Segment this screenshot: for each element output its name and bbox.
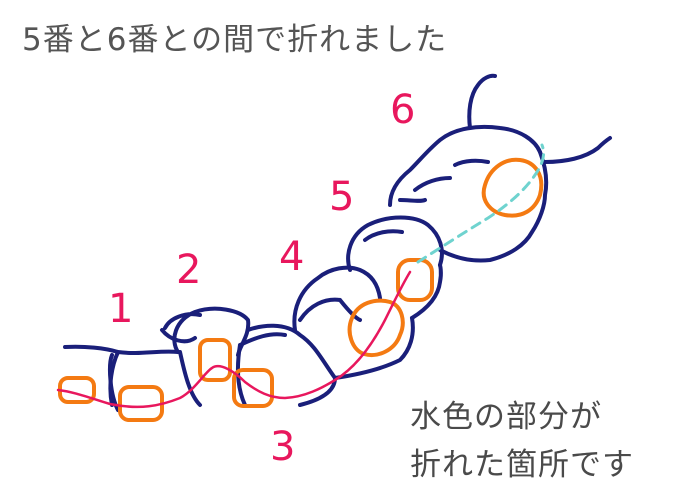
tooth-6 bbox=[388, 124, 542, 207]
tooth-6-lower bbox=[438, 150, 549, 263]
bracket-2 bbox=[118, 385, 164, 422]
tooth-number-4: 4 bbox=[279, 234, 304, 280]
tooth-4-lower bbox=[333, 316, 415, 380]
bracket-7 bbox=[481, 157, 544, 218]
tooth-2-body bbox=[160, 328, 202, 407]
broken-wire-section bbox=[416, 143, 546, 264]
tooth-4 bbox=[292, 265, 382, 332]
brackets bbox=[58, 157, 544, 422]
tooth-outlines bbox=[63, 73, 612, 412]
tooth-number-5: 5 bbox=[329, 174, 354, 220]
page-title: 5番と6番との間で折れました bbox=[22, 22, 448, 58]
bracket-5 bbox=[347, 298, 405, 357]
archwire bbox=[56, 270, 412, 409]
tooth-number-1: 1 bbox=[108, 286, 133, 332]
tooth-6-notch bbox=[398, 198, 427, 203]
gum-line-left bbox=[63, 344, 120, 354]
tooth-6-root bbox=[467, 73, 497, 130]
bracket-3 bbox=[198, 338, 232, 382]
tooth-number-2: 2 bbox=[176, 247, 201, 293]
note-line-2: 折れた箇所です bbox=[410, 447, 634, 483]
bracket-4 bbox=[232, 368, 274, 408]
tooth-5-lower bbox=[410, 263, 443, 320]
gum-line-right bbox=[543, 136, 612, 164]
note-line-1: 水色の部分が bbox=[410, 399, 602, 435]
bracket-6 bbox=[396, 258, 434, 302]
tooth-5 bbox=[346, 215, 444, 272]
tooth-number-6: 6 bbox=[390, 87, 415, 133]
tooth-number-3: 3 bbox=[270, 424, 295, 470]
tooth-3 bbox=[235, 323, 337, 407]
explanation-note: 水色の部分が 折れた箇所です bbox=[410, 393, 634, 489]
